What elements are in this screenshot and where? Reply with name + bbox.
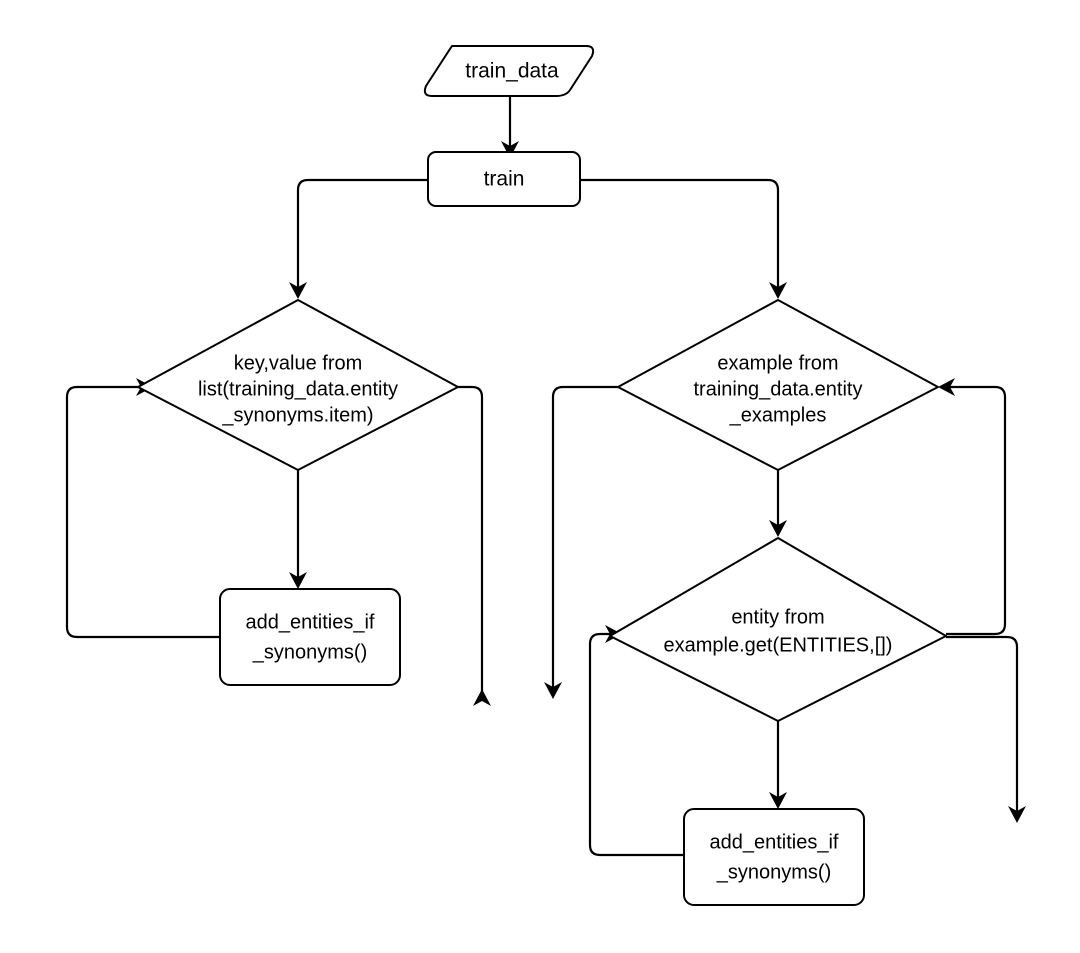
- train-data-shape: [423, 45, 595, 97]
- loop-entities-label-line-2: example.get(ENTITIES,[]): [664, 634, 893, 656]
- node-add-entities-left[interactable]: add_entities_if _synonyms(): [219, 588, 401, 686]
- arrow-loop-examples-exit: [544, 682, 562, 699]
- loop-entities-shape: [609, 537, 947, 722]
- loop-synonyms-label-line-3: _synonyms.item): [221, 404, 373, 426]
- arrow-loop-entities-add: [769, 792, 787, 809]
- loop-synonyms-label-line-2: list(training_data.entity: [198, 378, 398, 400]
- add-entities-left-label-line-1: add_entities_if: [246, 611, 375, 633]
- edge-loop-entities-exit: [946, 635, 1019, 812]
- node-add-entities-right[interactable]: add_entities_if _synonyms(): [683, 808, 865, 906]
- node-loop-examples[interactable]: example from training_data.entity _examp…: [617, 299, 939, 471]
- loop-examples-label-line-3: _examples: [729, 404, 827, 426]
- loop-examples-label-line-1: example from: [717, 352, 838, 374]
- edge-add-entities-right-back: [588, 632, 684, 857]
- edge-train-to-loop-examples: [580, 178, 780, 288]
- add-entities-left-label-line-2: _synonyms(): [252, 641, 367, 663]
- arrow-train-loop-examples: [769, 282, 787, 299]
- arrow-traindata-train: [501, 141, 519, 158]
- arrow-loop-synonyms-add: [289, 572, 307, 589]
- train-label: train: [484, 168, 525, 191]
- node-train-data[interactable]: train_data: [423, 45, 595, 97]
- edge-add-entities-back-to-loop-synonyms: [65, 385, 220, 639]
- arrow-loop-entities-exit: [1008, 806, 1026, 823]
- loop-synonyms-shape: [137, 299, 459, 471]
- train-shape: [427, 151, 581, 207]
- edge-train-to-loop-synonyms: [296, 178, 428, 288]
- node-loop-entities[interactable]: entity from example.get(ENTITIES,[]): [609, 537, 947, 722]
- add-entities-right-label-line-2: _synonyms(): [716, 861, 831, 883]
- add-entities-right-label-line-1: add_entities_if: [710, 831, 839, 853]
- loop-examples-shape: [617, 299, 939, 471]
- edge-loop-synonyms-exit: [458, 385, 484, 700]
- arrow-entities-to-examples: [938, 378, 955, 396]
- node-loop-synonyms[interactable]: key,value from list(training_data.entity…: [137, 299, 459, 471]
- loop-entities-label-line-1: entity from: [731, 606, 824, 628]
- edge-loop-examples-exit: [551, 385, 618, 688]
- arrow-loop-synonyms-exit: [473, 689, 491, 706]
- add-entities-left-shape: [219, 588, 401, 686]
- loop-examples-label-line-2: training_data.entity: [693, 378, 862, 400]
- loop-synonyms-label-line-1: key,value from: [234, 352, 363, 374]
- node-train[interactable]: train: [427, 151, 581, 207]
- arrow-loop-examples-entities: [769, 520, 787, 537]
- edge-loop-entities-to-loop-examples: [946, 385, 1007, 636]
- arrow-train-loop-synonyms: [289, 282, 307, 299]
- add-entities-right-shape: [683, 808, 865, 906]
- train-data-label: train_data: [465, 60, 559, 83]
